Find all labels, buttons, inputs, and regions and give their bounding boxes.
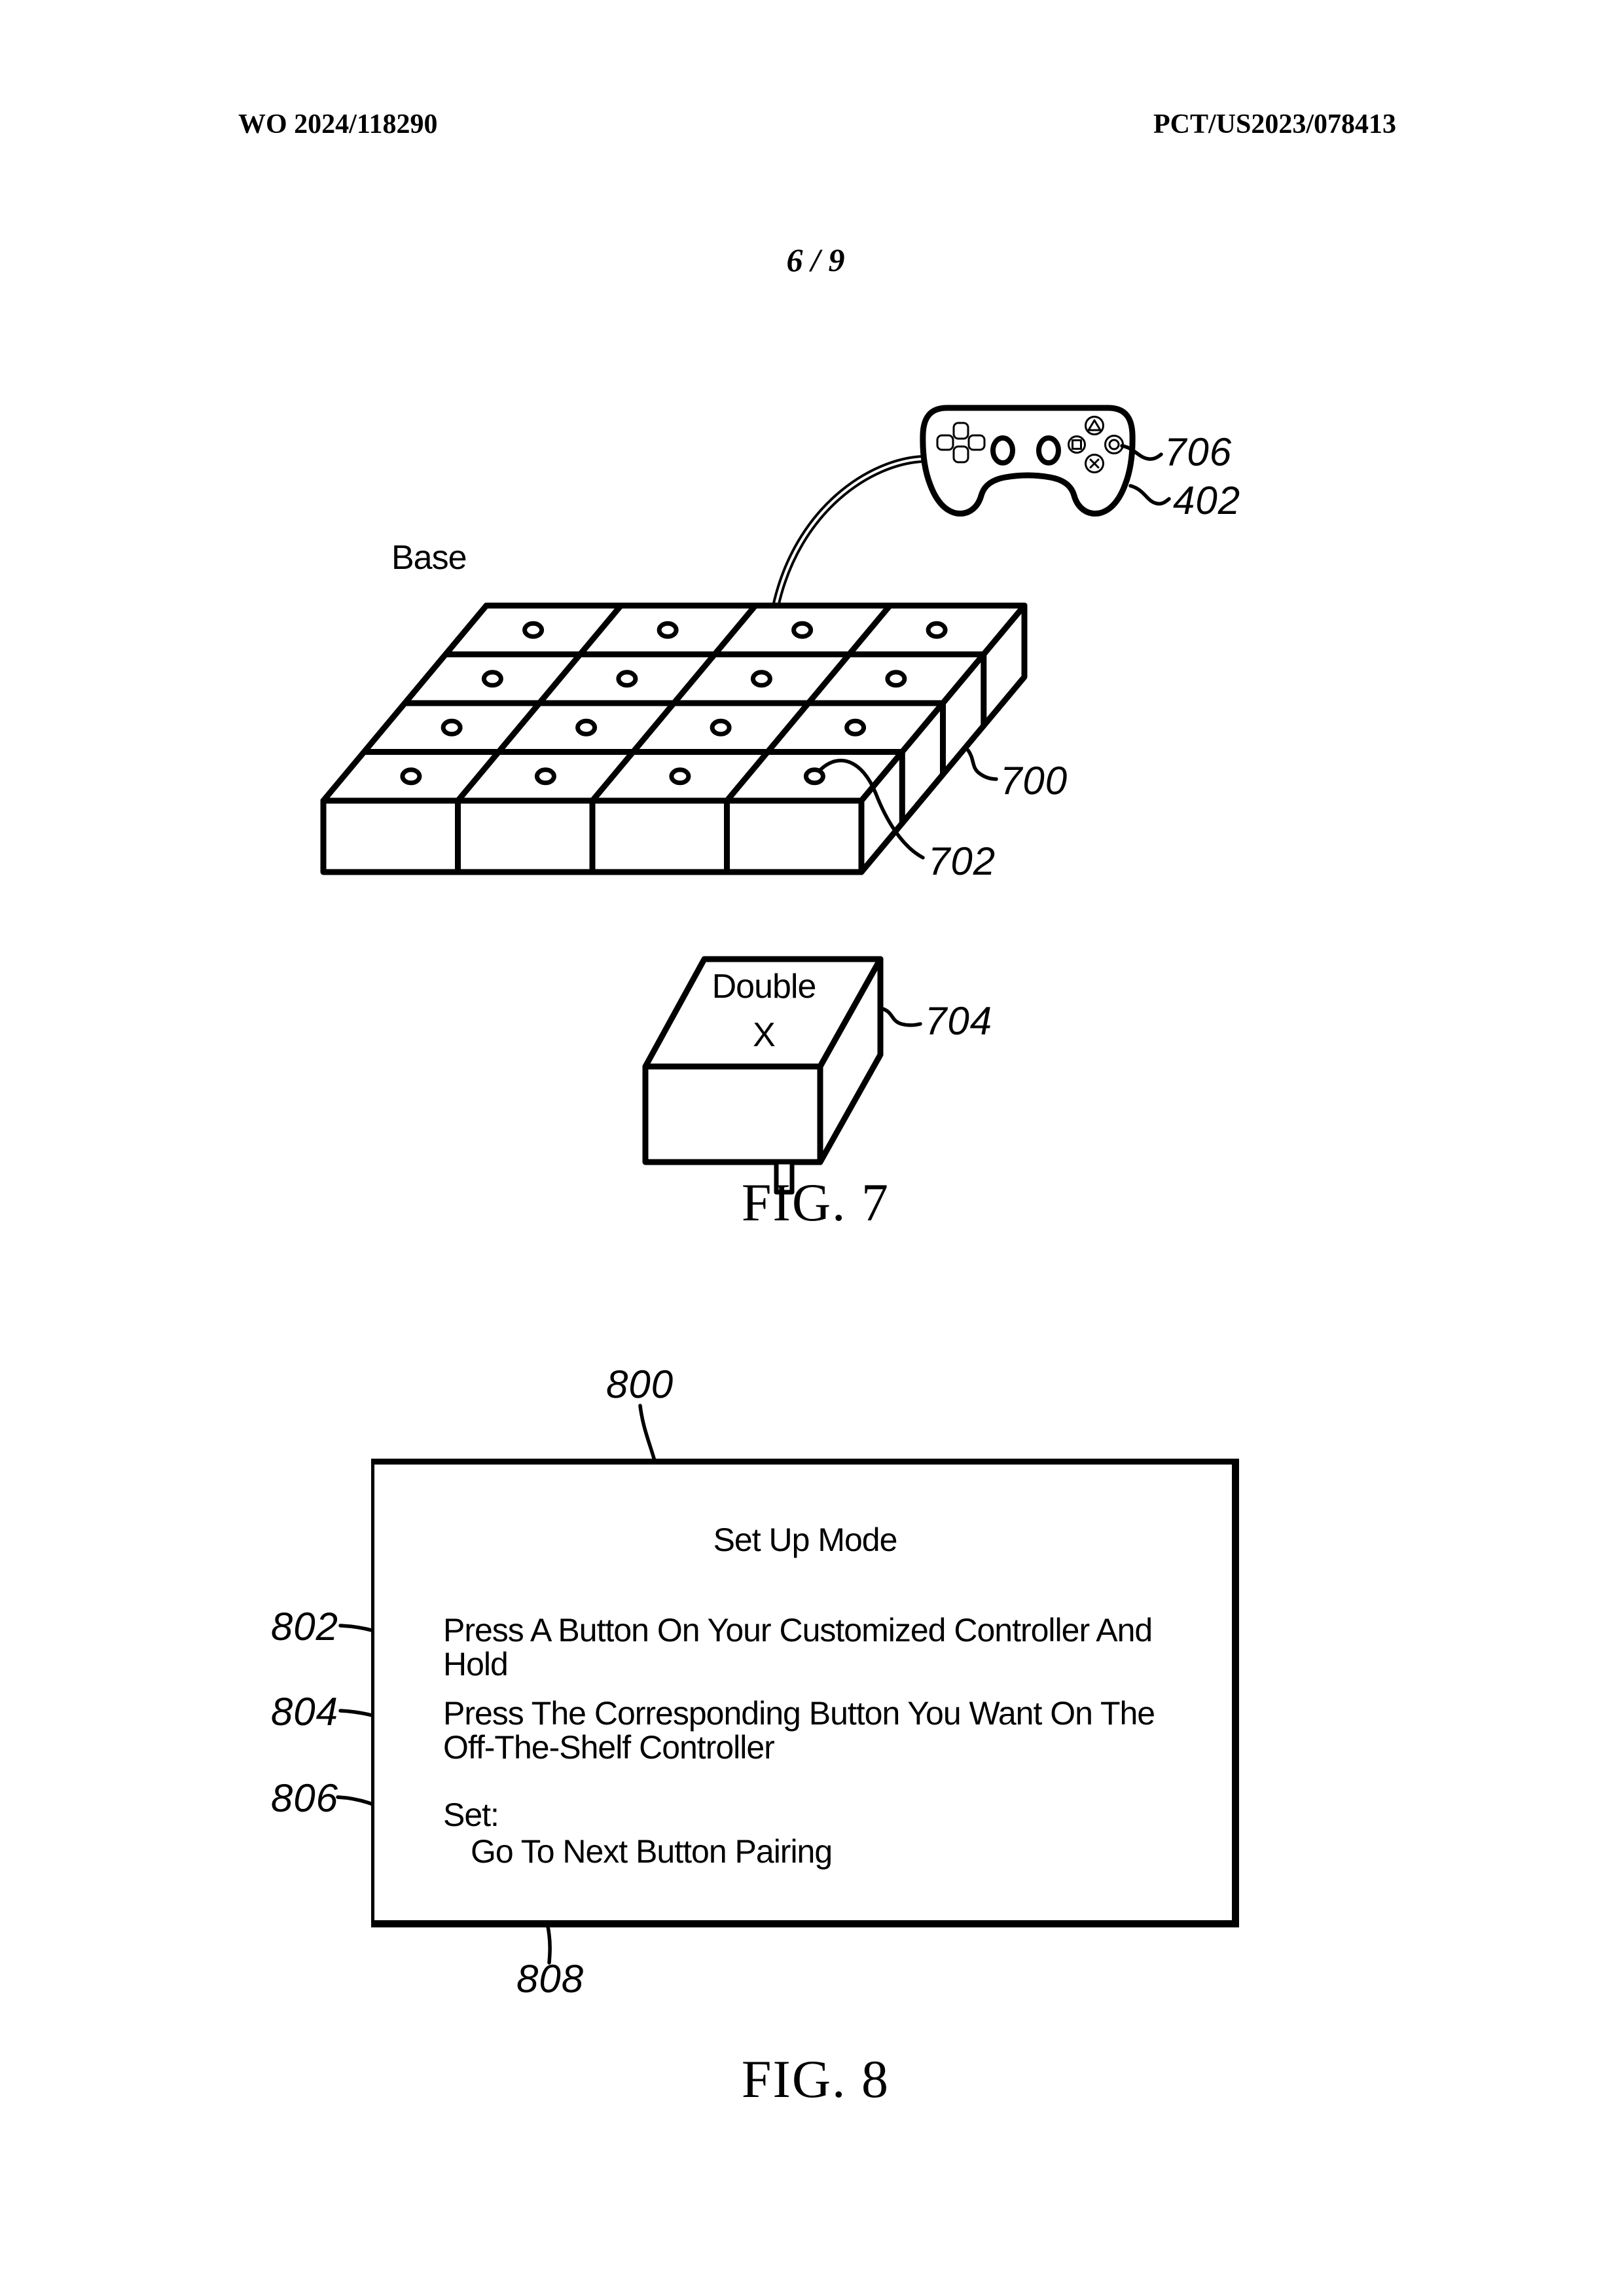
ref-800: 800 (606, 1362, 674, 1406)
action-buttons (1068, 416, 1124, 473)
set-label: Set: (443, 1796, 499, 1833)
ref-706: 706 (1164, 430, 1233, 474)
instruction-2: Press The Corresponding Button You Want … (443, 1696, 1155, 1764)
double-x-label-line2: X (753, 1016, 776, 1054)
leader-706 (1120, 444, 1163, 461)
header-application-number: PCT/US2023/078413 (1153, 109, 1397, 139)
dpad-icon (936, 422, 986, 464)
leader-700 (966, 748, 998, 781)
ref-704: 704 (925, 999, 993, 1043)
ref-402: 402 (1173, 479, 1241, 522)
instruction-1: Press A Button On Your Customized Contro… (443, 1612, 1153, 1683)
leader-704 (881, 1007, 922, 1027)
block-peg (774, 1159, 795, 1195)
ref-804: 804 (270, 1690, 338, 1734)
instruction-2-line2: Off-The-Shelf Controller (443, 1729, 775, 1766)
base-label: Base (391, 539, 467, 577)
ref-702: 702 (928, 839, 996, 883)
controller-cable (772, 455, 928, 610)
instruction-1-line1: Press A Button On Your Customized Contro… (443, 1612, 1153, 1649)
menu-item-next-button-pairing: Go To Next Button Pairing (471, 1833, 833, 1870)
sheet-number: 6 / 9 (786, 242, 845, 278)
instruction-2-line1: Press The Corresponding Button You Want … (443, 1695, 1155, 1732)
fig7-caption: FIG. 7 (741, 1173, 890, 1232)
double-x-label: Double X (666, 962, 862, 1059)
fig8-caption: FIG. 8 (741, 2049, 890, 2109)
double-x-label-line1: Double (712, 968, 817, 1006)
x-button-icon (1085, 454, 1104, 473)
ref-806: 806 (270, 1776, 338, 1820)
triangle-button-icon (1085, 416, 1104, 435)
base-button-holes (400, 621, 948, 786)
setup-screen-title: Set Up Mode (713, 1522, 898, 1558)
leader-402 (1128, 484, 1171, 506)
double-x-block (642, 956, 884, 1195)
game-controller (920, 405, 1136, 517)
base-block (320, 602, 1028, 875)
square-button-icon (1068, 435, 1086, 454)
ref-700: 700 (1000, 759, 1068, 803)
ref-808: 808 (516, 1957, 585, 2001)
header-publication-number: WO 2024/118290 (238, 109, 438, 139)
leader-702 (818, 758, 925, 860)
stick-buttons (990, 435, 1061, 465)
ref-802: 802 (270, 1605, 338, 1649)
instruction-1-line2: Hold (443, 1646, 509, 1683)
controller-outline (920, 405, 1136, 517)
setup-screen-box (371, 1459, 1239, 1927)
